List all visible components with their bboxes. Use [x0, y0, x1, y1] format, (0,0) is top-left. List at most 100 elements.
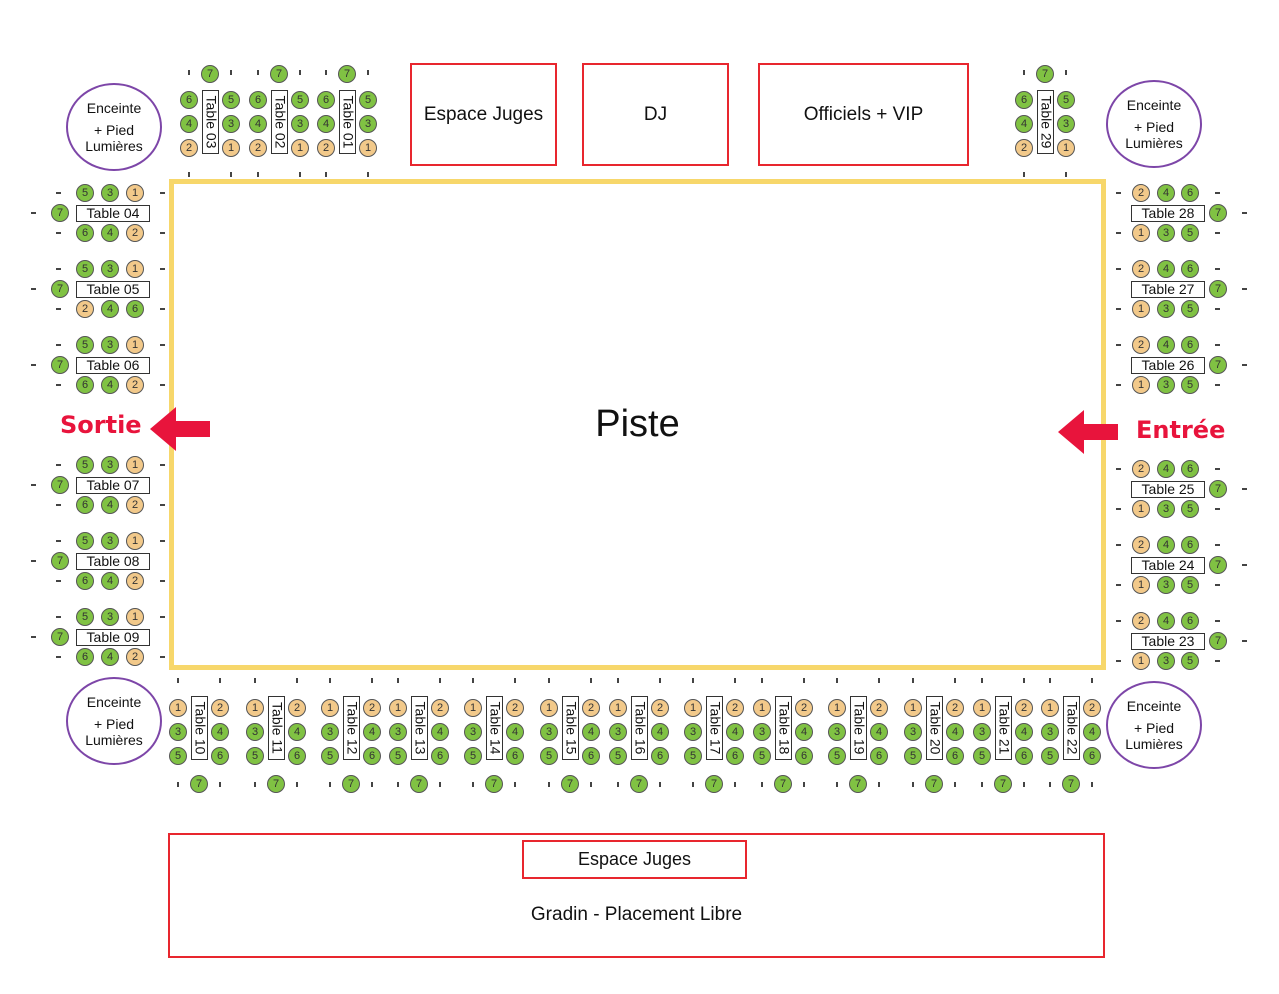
seat-marker [188, 172, 190, 177]
table-label: Table 19 [850, 696, 867, 760]
seat-marker [472, 782, 474, 787]
speaker-line1: Enceinte [86, 694, 142, 710]
seat-marker [1023, 172, 1025, 177]
seat: 3 [101, 260, 119, 278]
table-label-text: Table 10 [192, 701, 208, 755]
seat-marker [367, 70, 369, 75]
seat: 6 [726, 747, 744, 765]
seat: 4 [431, 723, 449, 741]
seat: 1 [169, 699, 187, 717]
seat-marker [1116, 584, 1121, 586]
seat: 3 [169, 723, 187, 741]
seat: 3 [1057, 115, 1075, 133]
seat-marker [254, 782, 256, 787]
dance-floor: Piste [169, 179, 1106, 670]
table-label-text: Table 02 [272, 95, 288, 149]
seat: 2 [126, 648, 144, 666]
seat-marker [1215, 192, 1220, 194]
seat-marker [1116, 384, 1121, 386]
seat: 2 [795, 699, 813, 717]
seat: 2 [211, 699, 229, 717]
seat: 1 [126, 456, 144, 474]
seat: 2 [126, 496, 144, 514]
seat: 4 [1157, 460, 1175, 478]
seat: 2 [1132, 260, 1150, 278]
seat-marker [590, 678, 592, 683]
seat-marker [31, 364, 36, 366]
seat: 2 [126, 376, 144, 394]
table-label: Table 18 [775, 696, 792, 760]
seat-marker [31, 212, 36, 214]
seat: 3 [246, 723, 264, 741]
seat: 1 [609, 699, 627, 717]
speaker-line3: Lumières [85, 732, 143, 748]
seat-marker [177, 782, 179, 787]
seat: 1 [973, 699, 991, 717]
table-label: Table 29 [1037, 90, 1054, 154]
seat-marker [31, 288, 36, 290]
seat: 1 [126, 184, 144, 202]
seat: 3 [222, 115, 240, 133]
seat-marker [1116, 660, 1121, 662]
seat: 3 [609, 723, 627, 741]
table-label: Table 08 [76, 553, 150, 570]
seat-marker [1242, 288, 1247, 290]
table-label: Table 13 [411, 696, 428, 760]
speaker-line2: + Pied [1133, 119, 1175, 135]
seat-marker [56, 616, 61, 618]
seat: 2 [1132, 612, 1150, 630]
seat-marker [257, 172, 259, 177]
seat-marker [296, 678, 298, 683]
seat-marker [1215, 468, 1220, 470]
seat: 1 [126, 532, 144, 550]
table-label-text: Table 20 [927, 701, 943, 755]
seat-marker [1215, 232, 1220, 234]
seat: 7 [1209, 556, 1227, 574]
seat: 4 [726, 723, 744, 741]
seat: 6 [76, 376, 94, 394]
seat: 7 [270, 65, 288, 83]
table-label: Table 03 [202, 90, 219, 154]
seat-marker [514, 782, 516, 787]
seat: 7 [338, 65, 356, 83]
table-label-text: Table 18 [776, 701, 792, 755]
seat-marker [1116, 344, 1121, 346]
seat-marker [439, 678, 441, 683]
seat-marker [878, 782, 880, 787]
seat: 6 [211, 747, 229, 765]
seat: 1 [904, 699, 922, 717]
seat-marker [56, 232, 61, 234]
seat-marker [367, 172, 369, 177]
speaker-line1: Enceinte [86, 100, 142, 116]
seat-marker [371, 678, 373, 683]
seat-marker [548, 678, 550, 683]
exit-label: Sortie [60, 411, 142, 439]
table-label-text: Table 29 [1038, 95, 1054, 149]
seat: 1 [321, 699, 339, 717]
seat-marker [299, 70, 301, 75]
seat: 4 [1015, 115, 1033, 133]
seat: 4 [101, 572, 119, 590]
seat: 6 [582, 747, 600, 765]
seat: 2 [1015, 699, 1033, 717]
seat: 7 [51, 552, 69, 570]
seat: 4 [1157, 612, 1175, 630]
seat: 7 [51, 204, 69, 222]
seat-marker [1242, 640, 1247, 642]
seat: 5 [1181, 224, 1199, 242]
seat-marker [981, 782, 983, 787]
seat: 3 [904, 723, 922, 741]
seat-marker [1215, 660, 1220, 662]
entrance-arrow-icon [1058, 410, 1118, 454]
seat: 3 [1157, 224, 1175, 242]
table-label-text: Table 16 [632, 701, 648, 755]
seat: 2 [1132, 184, 1150, 202]
seat: 3 [1157, 576, 1175, 594]
seat: 2 [180, 139, 198, 157]
seat: 1 [359, 139, 377, 157]
speaker-top-right: Enceinte + Pied Lumières [1106, 80, 1202, 168]
seat: 6 [249, 91, 267, 109]
seat-marker [472, 678, 474, 683]
seat-marker [160, 580, 165, 582]
seat: 4 [946, 723, 964, 741]
